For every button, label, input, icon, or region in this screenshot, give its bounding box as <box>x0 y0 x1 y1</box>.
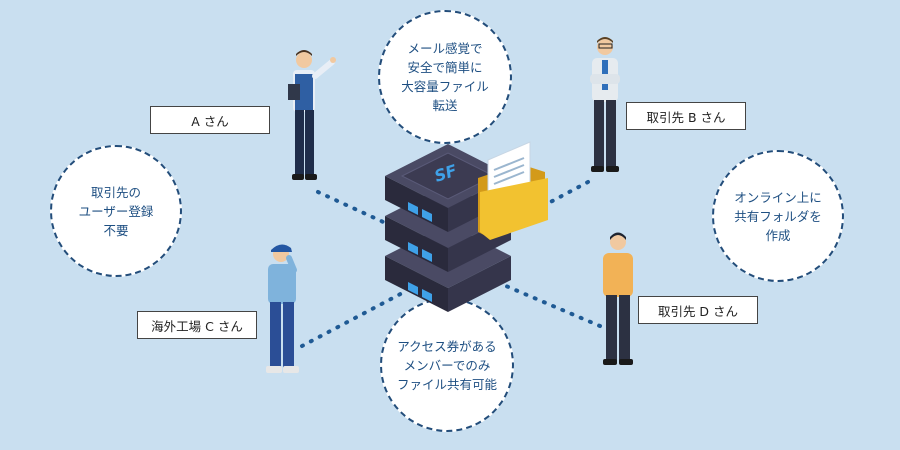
folder-icon <box>478 141 548 240</box>
server-stack: SF <box>385 141 548 312</box>
person-d-illustration <box>603 232 633 365</box>
connector-d <box>504 284 602 328</box>
bubble-mail-transfer-text: メール感覚で 安全で簡単に 大容量ファイル 転送 <box>401 41 489 113</box>
label-factory-c: 海外工場 C さん <box>137 311 257 339</box>
label-client-b: 取引先 B さん <box>626 102 746 130</box>
bubble-mail-transfer: メール感覚で 安全で簡単に 大容量ファイル 転送 <box>378 10 512 144</box>
bubble-access-members-text: アクセス券がある メンバーでのみ ファイル共有可能 <box>396 338 497 392</box>
bubble-no-registration: 取引先の ユーザー登録 不要 <box>50 145 182 277</box>
bubble-access-members: アクセス券がある メンバーでのみ ファイル共有可能 <box>380 298 514 432</box>
connector-a <box>316 190 394 228</box>
person-a-illustration <box>288 50 336 180</box>
person-b-illustration <box>590 37 620 172</box>
connector-b <box>526 180 590 216</box>
bubble-no-registration-text: 取引先の ユーザー登録 不要 <box>78 184 154 238</box>
person-c-illustration <box>266 244 299 373</box>
bubble-online-folder-text: オンライン上に 共有フォルダを 作成 <box>734 189 822 243</box>
label-client-d: 取引先 D さん <box>638 296 758 324</box>
label-person-a: A さん <box>150 106 270 134</box>
connector-c <box>300 288 410 348</box>
bubble-online-folder: オンライン上に 共有フォルダを 作成 <box>712 150 844 282</box>
